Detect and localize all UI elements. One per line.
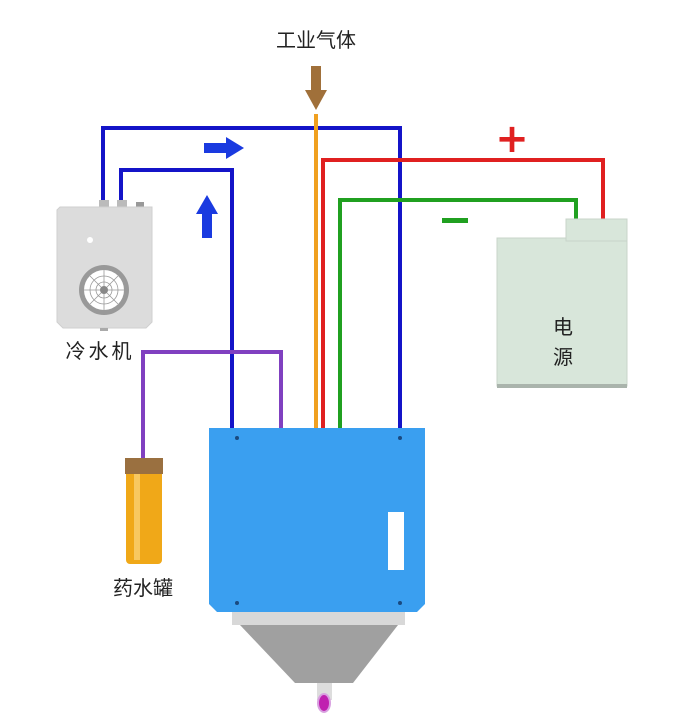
positive-cable xyxy=(321,158,605,430)
water-pipe-outer xyxy=(101,126,402,430)
chiller-label: 冷水机 xyxy=(66,339,135,363)
chiller-unit xyxy=(56,200,153,331)
power-supply-unit xyxy=(496,218,628,388)
minus-sign xyxy=(442,218,468,223)
power-supply-label-1: 电 xyxy=(553,315,573,339)
negative-cable xyxy=(338,198,578,430)
chemical-tank xyxy=(125,458,163,564)
water-pipe-inner xyxy=(119,168,234,430)
tank-label: 药水罐 xyxy=(113,576,173,600)
gas-label: 工业气体 xyxy=(276,28,356,52)
flow-right-arrow-icon xyxy=(204,137,244,159)
chemical-pipe xyxy=(141,350,283,460)
gas-arrow-icon xyxy=(305,66,327,110)
plus-sign: + xyxy=(495,116,529,162)
power-supply-label-2: 源 xyxy=(553,345,573,369)
plasma-generator xyxy=(209,428,425,713)
flow-up-arrow-icon xyxy=(196,195,218,238)
